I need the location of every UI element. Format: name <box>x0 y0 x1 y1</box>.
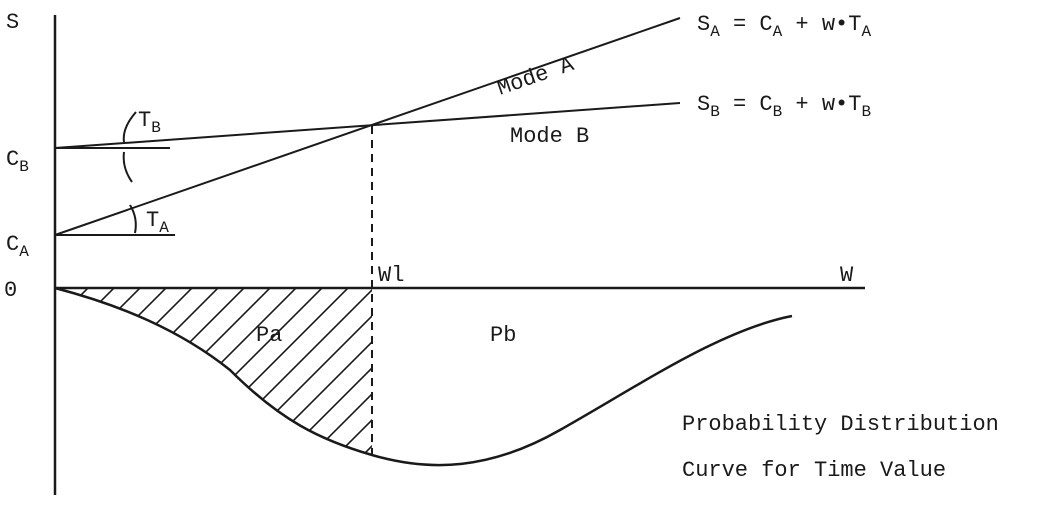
ca-label: CA <box>6 232 29 261</box>
hatch-line <box>113 288 305 455</box>
equation-sb: SB = CB + w•TB <box>697 92 871 121</box>
wl-label: Wl <box>378 263 404 288</box>
hatch-line <box>217 288 372 455</box>
mode-b-line <box>54 102 681 149</box>
pa-hatched-region <box>55 280 590 470</box>
hatch-line <box>269 288 372 455</box>
hatch-line <box>191 288 372 455</box>
hatch-line <box>61 288 253 455</box>
ta-angle-arc <box>129 204 137 234</box>
ta-label: TA <box>146 208 169 237</box>
hatch-line <box>55 288 97 455</box>
pb-label: Pb <box>490 323 516 348</box>
tb-label: TB <box>138 108 161 137</box>
pa-label: Pa <box>256 323 282 348</box>
mode-a-label: Mode A <box>494 52 578 102</box>
hatch-line <box>321 288 372 455</box>
hatch-line <box>55 288 175 455</box>
w-label: W <box>840 263 854 288</box>
hatch-line <box>55 288 227 455</box>
hatch-line <box>55 288 149 455</box>
equation-sa: SA = CA + w•TA <box>697 12 871 41</box>
hatch-line <box>165 288 357 455</box>
tb-angle-arc-bottom <box>122 151 133 183</box>
hatch-line <box>55 288 123 455</box>
s-axis-label: S <box>6 10 19 35</box>
mode-b-label: Mode B <box>510 124 589 149</box>
hatch-line <box>400 280 590 470</box>
zero-label: 0 <box>4 278 17 303</box>
hatch-line <box>55 288 71 455</box>
caption-line-1: Probability Distribution <box>682 412 999 437</box>
probability-curve <box>54 286 793 467</box>
hatch-line <box>347 288 372 455</box>
caption-line-2: Curve for Time Value <box>682 458 946 483</box>
hatch-line <box>295 288 372 455</box>
hatch-line <box>243 288 372 455</box>
tb-angle-arc-top <box>122 111 137 143</box>
cb-label: CB <box>6 147 29 176</box>
hatch-line <box>55 288 201 455</box>
